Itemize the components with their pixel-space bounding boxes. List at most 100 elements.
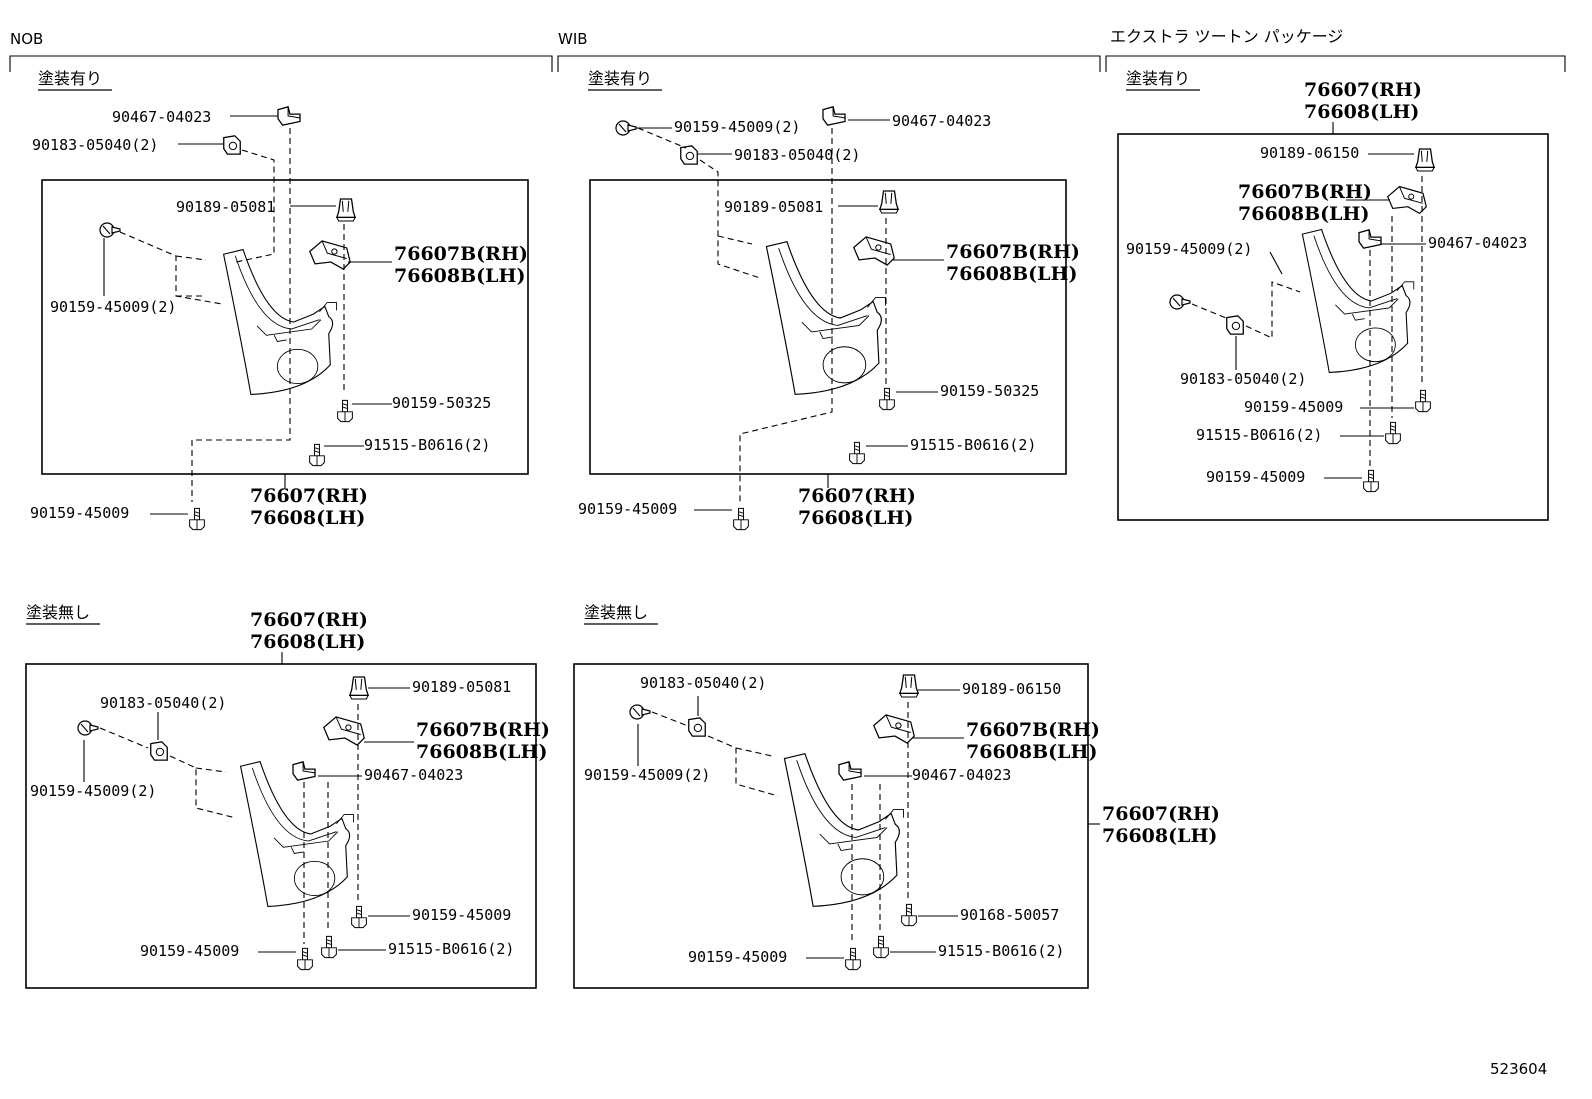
assembly-lh-label: 76608(LH)	[250, 631, 365, 653]
bolt-part	[879, 387, 895, 411]
clip-part	[688, 717, 706, 737]
section-nob-bracket	[9, 55, 553, 72]
part-number-label: 90183-05040(2)	[734, 146, 860, 164]
panel-extra-painted: 76607(RH) 76608(LH) 90189-06150 76607B(R…	[1117, 79, 1549, 521]
mudguard-part	[1301, 228, 1415, 374]
sub-assembly-rh-label: 76607B(RH)	[394, 243, 528, 265]
bolt-part	[873, 935, 889, 959]
clip-part	[1226, 315, 1244, 335]
part-number-label: 90159-45009(2)	[1126, 240, 1252, 258]
part-number-label: 91515-B0616(2)	[1196, 426, 1322, 444]
bracket-part	[323, 716, 365, 746]
clip-nut-part	[822, 106, 846, 126]
part-number-label: 90159-45009	[30, 504, 129, 522]
section-wib-bracket	[557, 55, 1101, 72]
push-clip-part	[349, 676, 369, 700]
bolt-part	[733, 507, 749, 531]
part-number-label: 91515-B0616(2)	[388, 940, 514, 958]
part-number-label: 91515-B0616(2)	[364, 436, 490, 454]
part-number-label: 90159-45009	[1206, 468, 1305, 486]
screw-part	[77, 720, 99, 736]
panel-nob-unpainted: 76607(RH) 76608(LH) 90189-05081 90183-05…	[25, 609, 550, 989]
assembly-box	[573, 663, 1089, 989]
part-number-label: 90189-06150	[962, 680, 1061, 698]
screw-part	[99, 222, 121, 238]
bracket-part	[873, 714, 915, 744]
part-number-label: 90159-45009	[1244, 398, 1343, 416]
push-clip-part	[336, 198, 356, 222]
push-clip-part	[899, 674, 919, 698]
part-number-label: 90159-50325	[392, 394, 491, 412]
mudguard-part	[222, 248, 338, 396]
sub-assembly-lh-label: 76608B(LH)	[394, 265, 525, 287]
part-number-label: 90159-45009(2)	[674, 118, 800, 136]
part-number-label: 90467-04023	[1428, 234, 1527, 252]
assembly-lh-label: 76608(LH)	[250, 507, 365, 529]
clip-nut-part	[1358, 229, 1382, 249]
assembly-rh-label: 76607(RH)	[1102, 803, 1220, 825]
part-number-label: 90183-05040(2)	[32, 136, 158, 154]
bolt-part	[1363, 469, 1379, 493]
sub-assembly-rh-label: 76607B(RH)	[416, 719, 550, 741]
screw-part	[629, 704, 651, 720]
variant-unpainted-label: 塗装無し	[584, 603, 648, 622]
sub-assembly-lh-label: 76608B(LH)	[1238, 203, 1369, 225]
bolt-part	[297, 947, 313, 971]
part-number-label: 90159-45009(2)	[30, 782, 156, 800]
bolt-part	[337, 399, 353, 423]
part-number-label: 90183-05040(2)	[1180, 370, 1306, 388]
bolt-part	[849, 441, 865, 465]
clip-part	[680, 145, 698, 165]
variant-unpainted-label: 塗装無し	[26, 603, 90, 622]
part-number-label: 91515-B0616(2)	[910, 436, 1036, 454]
part-number-label: 90189-05081	[176, 198, 275, 216]
part-number-label: 90467-04023	[112, 108, 211, 126]
assembly-box	[25, 663, 537, 989]
diagram-reference-number: 523604	[1490, 1060, 1547, 1078]
bolt-part	[351, 905, 367, 929]
mudguard-part	[239, 760, 355, 908]
part-number-label: 90189-06150	[1260, 144, 1359, 162]
clip-nut-part	[838, 761, 862, 781]
mudguard-part	[765, 240, 887, 396]
push-clip-part	[879, 190, 899, 214]
clip-nut-part	[277, 106, 301, 126]
assembly-rh-label: 76607(RH)	[798, 485, 916, 507]
variant-painted-label: 塗装有り	[588, 69, 652, 88]
sub-assembly-rh-label: 76607B(RH)	[1238, 181, 1372, 203]
bracket-part	[853, 236, 895, 266]
panel-wib-unpainted: 90183-05040(2) 90189-06150 76607B(RH) 76…	[573, 663, 1220, 989]
part-number-label: 90467-04023	[912, 766, 1011, 784]
bolt-part	[321, 935, 337, 959]
bracket-part	[1387, 185, 1427, 215]
part-number-label: 90159-45009(2)	[50, 298, 176, 316]
bolt-part	[901, 903, 917, 927]
part-number-label: 90168-50057	[960, 906, 1059, 924]
part-number-label: 90159-45009	[140, 942, 239, 960]
assembly-lh-label: 76608(LH)	[1304, 101, 1419, 123]
part-number-label: 90183-05040(2)	[100, 694, 226, 712]
part-number-label: 90467-04023	[364, 766, 463, 784]
assembly-lh-label: 76608(LH)	[798, 507, 913, 529]
bolt-part	[189, 507, 205, 531]
assembly-box	[1117, 133, 1549, 521]
part-number-label: 90159-45009	[688, 948, 787, 966]
variant-painted-label: 塗装有り	[38, 69, 102, 88]
part-number-label: 90183-05040(2)	[640, 674, 766, 692]
section-extra-bracket	[1105, 55, 1566, 72]
sub-assembly-lh-label: 76608B(LH)	[416, 741, 547, 763]
sub-assembly-rh-label: 76607B(RH)	[966, 719, 1100, 741]
sub-assembly-lh-label: 76608B(LH)	[966, 741, 1097, 763]
variant-painted-label: 塗装有り	[1126, 69, 1190, 88]
section-wib-title: WIB	[558, 30, 588, 48]
section-extra-title: エクストラ ツートン パッケージ	[1110, 27, 1343, 46]
assembly-rh-label: 76607(RH)	[250, 609, 368, 631]
bolt-part	[1385, 421, 1401, 445]
assembly-rh-label: 76607(RH)	[1304, 79, 1422, 101]
bolt-part	[845, 947, 861, 971]
part-number-label: 90159-50325	[940, 382, 1039, 400]
section-nob-title: NOB	[10, 30, 43, 48]
part-number-label: 90159-45009(2)	[584, 766, 710, 784]
screw-part	[1169, 294, 1191, 310]
